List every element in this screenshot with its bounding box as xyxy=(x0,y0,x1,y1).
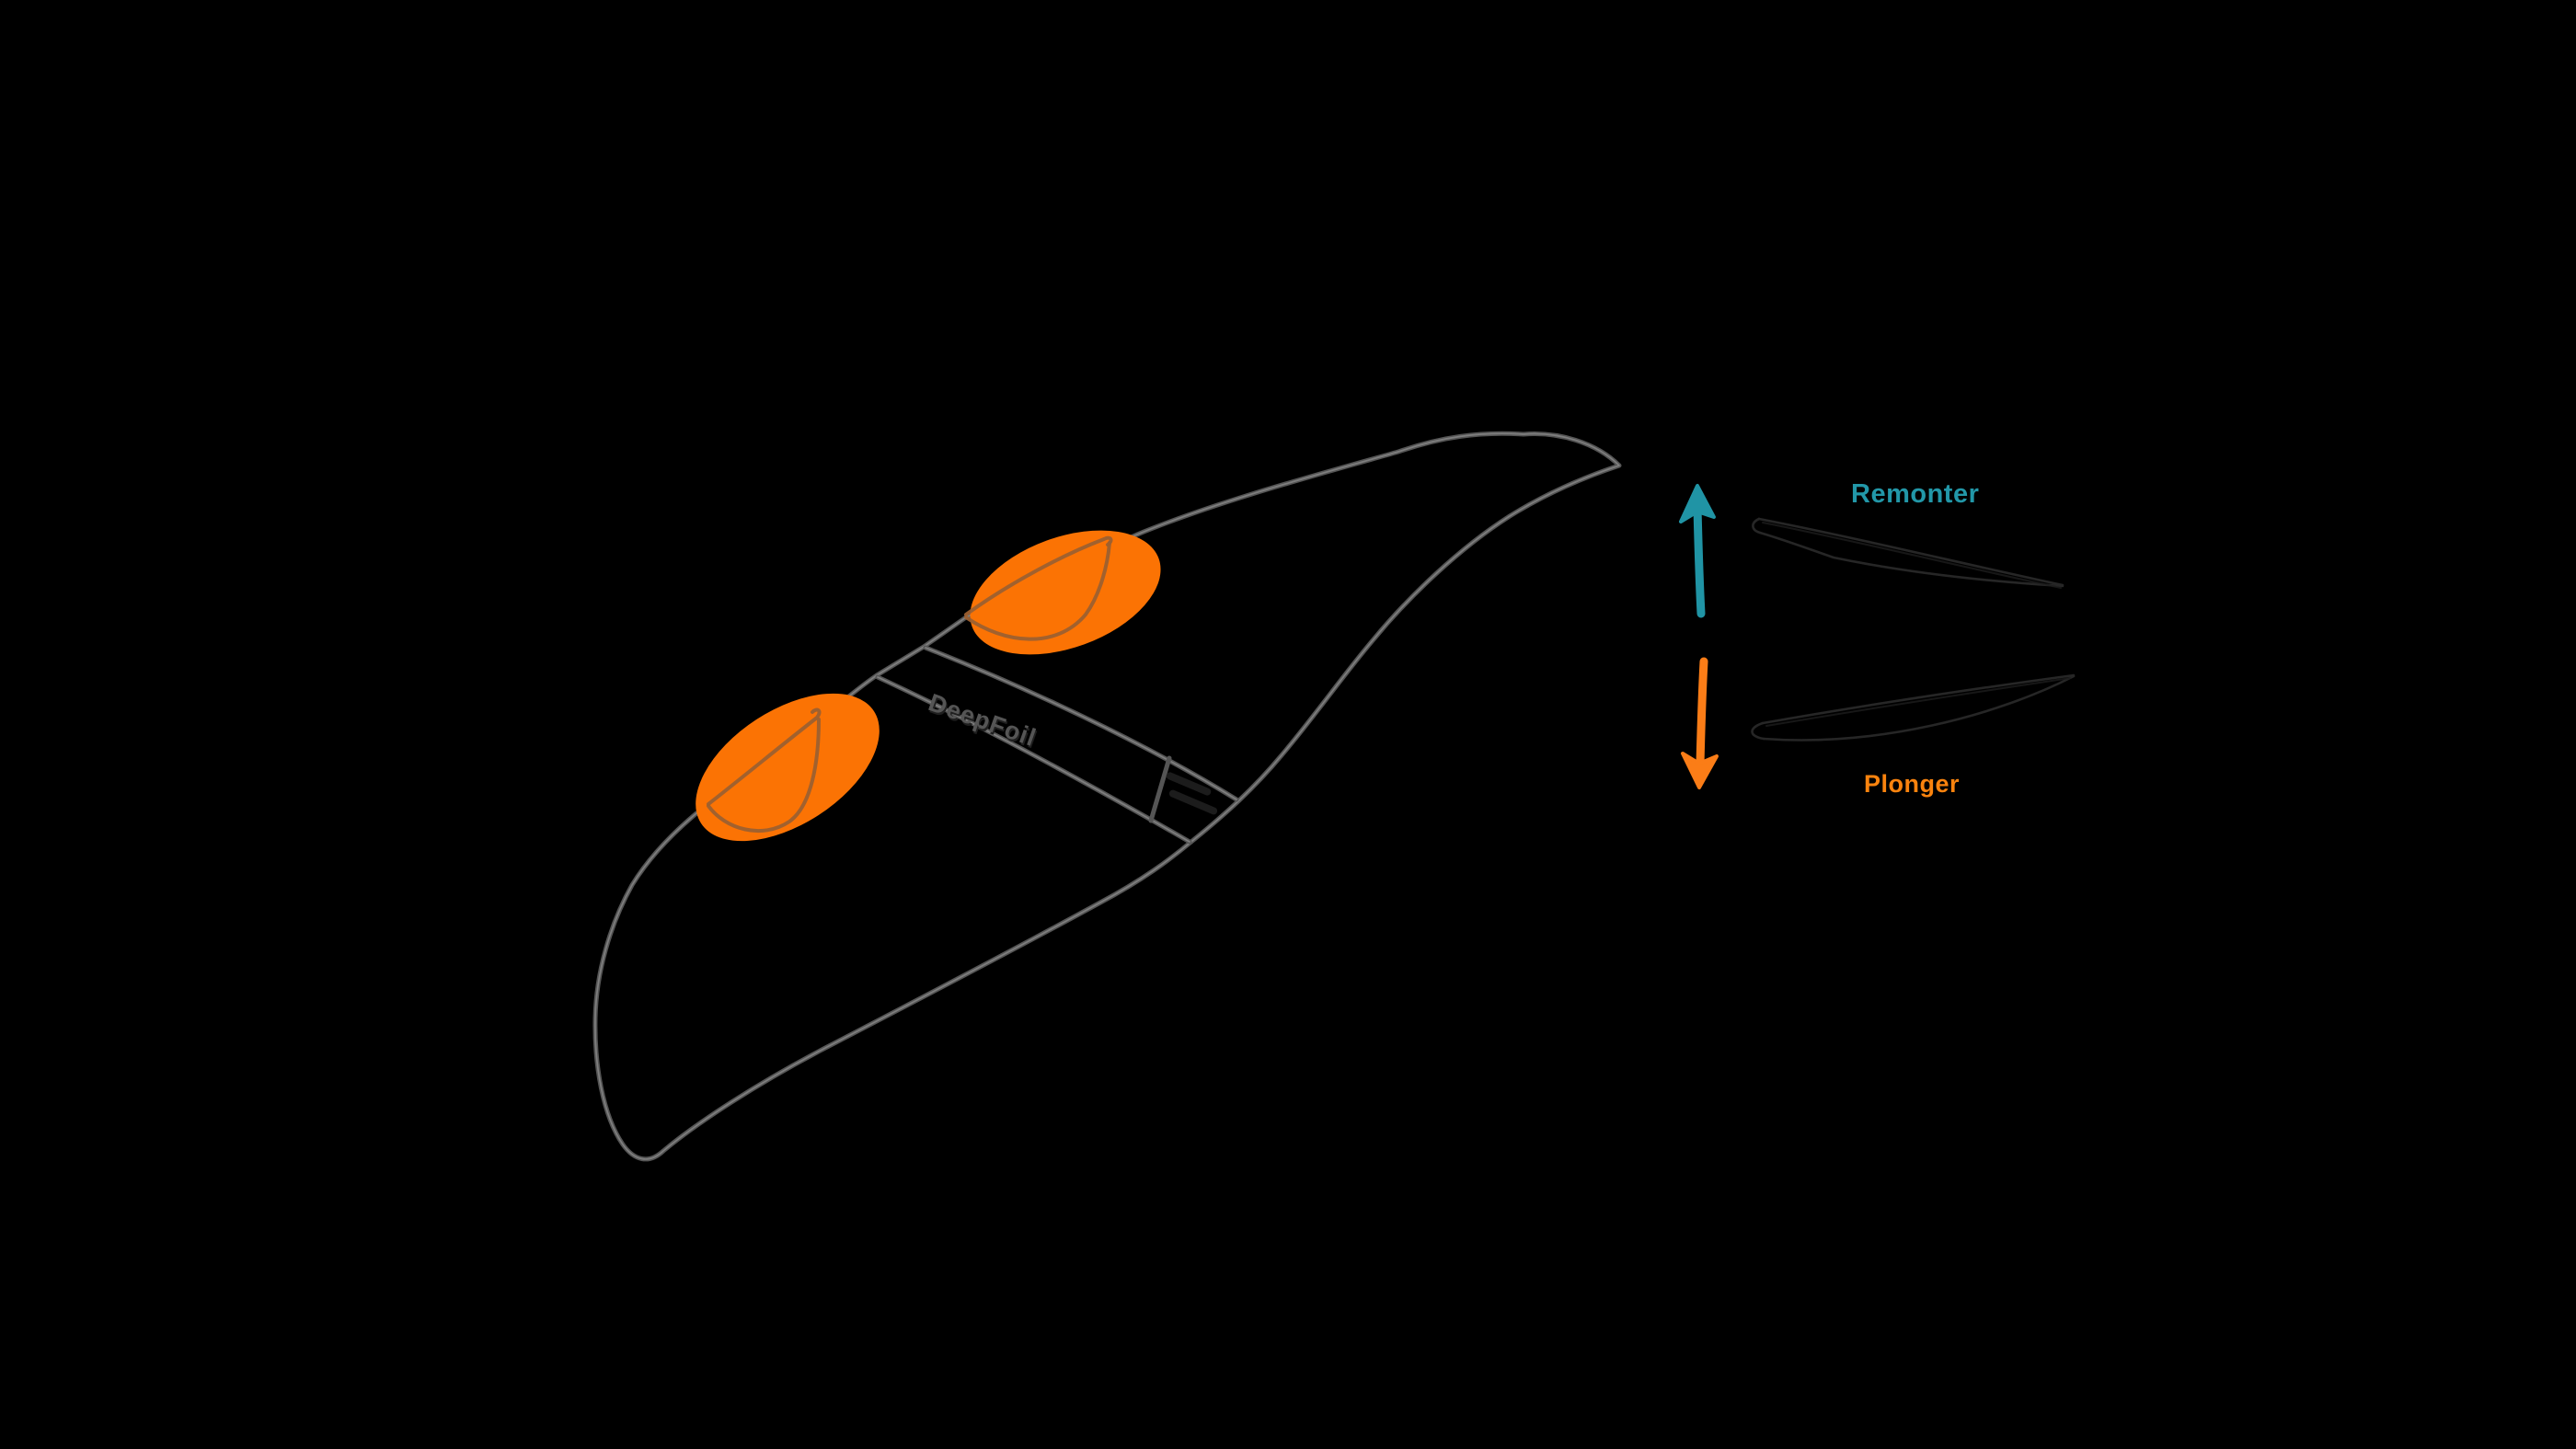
strip-bottom-edge xyxy=(875,674,1192,845)
arrow-up-icon xyxy=(1693,503,1706,618)
fine-print-line-1 xyxy=(1166,772,1212,796)
strip-top-edge-highlight xyxy=(925,647,1237,800)
airfoil-up-nose xyxy=(1752,517,1762,535)
airfoil-up-top-line xyxy=(1757,517,2064,587)
fine-print-line-2 xyxy=(1168,789,1218,815)
airfoil-tilt-down-sketch xyxy=(1751,673,2076,742)
airfoil-down-echo xyxy=(1765,677,2071,727)
grip-pocket-crease xyxy=(707,707,822,806)
grip-pocket-curve xyxy=(964,541,1111,641)
strip-divider xyxy=(1148,755,1172,823)
airfoil-down-top-line xyxy=(1761,673,2076,725)
airfoil-up-bottom-line xyxy=(1758,531,2064,588)
handboard-outline-sketch xyxy=(592,431,1622,1162)
airfoil-down-bottom-line xyxy=(1762,674,2076,742)
grip-pocket-crease xyxy=(964,535,1113,616)
hand-grip-pad-upper xyxy=(964,530,1161,655)
legend-up: Remonter xyxy=(1679,479,2064,618)
hand-grip-pad-lower xyxy=(696,693,880,842)
arrow-down-icon xyxy=(1696,657,1708,768)
illegible-fine-print xyxy=(1166,772,1218,815)
grip-pocket-curve xyxy=(707,718,821,834)
arrow-down-head xyxy=(1681,752,1719,789)
grip-pad-shape xyxy=(696,693,880,842)
strip-bottom-edge-highlight xyxy=(877,676,1190,843)
brand-label-text: DeepFoil xyxy=(925,688,1040,752)
brand-label: DeepFoil DeepFoil xyxy=(925,688,1041,754)
label-remonter: Remonter xyxy=(1851,479,1979,509)
label-plonger: Plonger xyxy=(1864,770,1960,798)
legend-down: Plonger xyxy=(1681,657,2076,798)
airfoil-up-echo xyxy=(1762,522,2062,589)
label-strip-band: DeepFoil DeepFoil xyxy=(875,645,1239,845)
airfoil-tilt-up-sketch xyxy=(1752,517,2064,589)
grip-pad-shape xyxy=(970,530,1161,655)
airfoil-down-nose xyxy=(1751,721,1765,741)
arrow-up-head xyxy=(1679,484,1716,523)
board-silhouette-highlight xyxy=(594,432,1620,1160)
